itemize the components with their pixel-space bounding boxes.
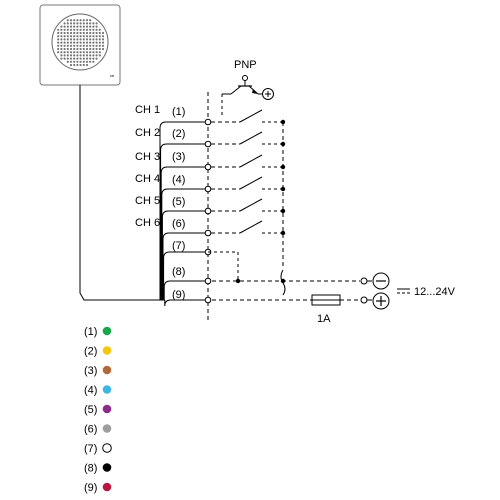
terminal-label-7: (7): [172, 240, 185, 252]
terminal-label-5: (5): [172, 196, 185, 208]
terminal-point: [204, 118, 212, 126]
switch-contact: [239, 176, 263, 190]
plus-circle-icon: [372, 292, 390, 310]
bundle-wire: [163, 251, 205, 300]
pnp-transistor-icon: PNP: [222, 59, 274, 100]
dc-symbol-icon: [397, 288, 410, 294]
bundle-wire: [159, 121, 205, 300]
legend-terminal-label: (8): [84, 463, 97, 475]
legend-terminal-label: (1): [84, 326, 97, 338]
bundle-wire: [161, 210, 205, 300]
wire-color-swatch: [102, 404, 112, 414]
wire-color-swatch: [102, 346, 112, 355]
speaker-grille-dots: [57, 19, 105, 67]
terminal-label-6: (6): [172, 218, 185, 230]
cable-main: [79, 85, 165, 301]
wire-color-legend: (1) (2) (3) (4) (5) (6) (7) (8) (9): [84, 326, 112, 494]
switch-contact: [239, 109, 263, 123]
fuse-label: 1A: [317, 313, 331, 325]
legend-terminal-label: (3): [84, 365, 97, 377]
terminal-point: [204, 207, 212, 215]
switch-contact: [239, 220, 263, 234]
terminal-label-3: (3): [172, 151, 185, 163]
jumper-7-8: [208, 251, 239, 281]
fuse-icon: [311, 294, 341, 306]
minus-circle-icon: [372, 272, 390, 290]
wire-bundle: [159, 121, 205, 307]
channel-label-5: CH 5: [135, 195, 160, 207]
terminal-rows: [204, 118, 212, 304]
terminal-labels: (1) (2) (3) (4) (5) (6) (7) (8) (9): [172, 106, 185, 301]
terminal-point: [204, 140, 212, 148]
legend-terminal-label: (7): [84, 443, 97, 455]
legend-terminal-label: (4): [84, 385, 97, 397]
switch-contact: [239, 154, 263, 168]
terminal-label-8: (8): [172, 266, 185, 278]
wire-color-swatch: [102, 443, 112, 453]
switch-contact: [239, 131, 263, 145]
legend-terminal-label: (5): [84, 404, 97, 416]
channel-switches: [211, 94, 286, 284]
terminal-point: [204, 185, 212, 193]
wire-color-swatch: [102, 385, 112, 394]
bundle-wire: [160, 166, 205, 300]
terminal-point: [204, 229, 212, 237]
bus-node: [280, 230, 286, 236]
wire-color-swatch: [102, 424, 112, 433]
legend-terminal-label: (9): [84, 482, 97, 494]
bundle-wire: [160, 143, 205, 300]
legend-terminal-label: (2): [84, 346, 97, 358]
bundle-wire: [161, 188, 205, 300]
channel-label-2: CH 2: [135, 127, 160, 139]
terminal-label-9: (9): [172, 289, 185, 301]
supply-terminal-negative: [360, 277, 368, 285]
wire-color-swatch: [102, 482, 112, 492]
bundle-wire: [164, 299, 205, 307]
switch-contact: [239, 198, 263, 212]
channel-label-1: CH 1: [135, 104, 160, 116]
terminal-label-2: (2): [172, 128, 185, 140]
wire-color-swatch: [102, 326, 112, 336]
channel-label-4: CH 4: [135, 173, 160, 185]
bundle-wire: [162, 232, 205, 300]
channel-labels: CH 1 CH 2 CH 3 CH 4 CH 5 CH 6: [135, 104, 160, 229]
pnp-label: PNP: [234, 59, 257, 71]
device-unit: ce: [39, 4, 121, 86]
wire-color-swatch: [102, 365, 112, 375]
terminal-point: [204, 296, 212, 304]
bundle-wire: [163, 280, 205, 300]
device-mark: ce: [110, 73, 115, 78]
terminal-label-1: (1): [172, 106, 185, 118]
bus-node: [280, 208, 286, 214]
legend-terminal-label: (6): [84, 424, 97, 436]
terminal-point: [204, 277, 212, 285]
channel-label-3: CH 3: [135, 151, 160, 163]
wire-color-swatch: [102, 463, 112, 472]
crossover-line: [280, 269, 286, 296]
channel-label-6: CH 6: [135, 217, 160, 229]
terminal-label-4: (4): [172, 174, 185, 186]
supply-voltage-label: 12...24V: [414, 286, 456, 298]
supply-terminal-positive: [360, 296, 368, 304]
terminal-point: [204, 163, 212, 171]
